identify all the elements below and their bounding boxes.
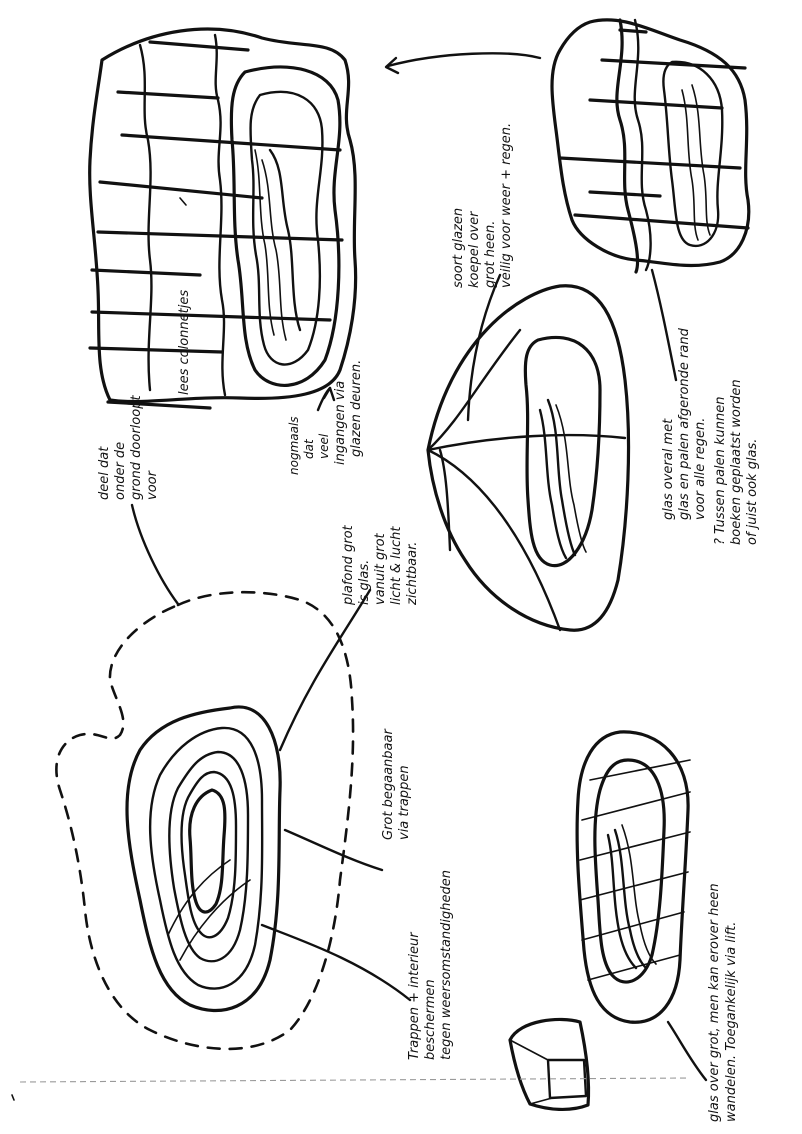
note-deel-dat: deel dat onder de grond doorloopt voor — [97, 395, 160, 500]
note-ingangen-line2: glazen deuren. — [349, 360, 364, 457]
small-box-sketch — [508, 1017, 591, 1111]
contour-plan-sketch — [55, 590, 355, 1051]
note-trappen-interieur-line1: Trappen + interieur — [407, 931, 422, 1060]
note-ingangen-line1: ingangen via — [333, 381, 348, 465]
glass-over-grotto-sketch — [575, 730, 691, 1024]
note-nogmaals: nogmaals dat veel — [287, 416, 331, 475]
note-glas-over-grot: glas over grot, men kan erover heen wand… — [707, 883, 739, 1122]
note-glas-overal: glas overal met glas en palen afgeronde … — [661, 327, 708, 520]
small-pavilion-sketch — [550, 18, 751, 274]
note-glas-over-grot-line2: wandelen. Toegankelijk via lift. — [724, 922, 739, 1122]
note-glas-over-grot-line1: glas over grot, men kan erover heen — [707, 883, 722, 1122]
note-nogmaals-line2: dat — [302, 438, 316, 459]
note-plafond-line2: is glas. — [357, 560, 372, 605]
note-deel-dat-line4: voor — [145, 469, 160, 500]
note-nogmaals-line3: veel — [317, 433, 331, 459]
note-glas-overal-line2: glas en palen afgeronde rand — [677, 327, 692, 520]
note-deel-dat-line2: onder de — [113, 442, 128, 500]
note-glazen-koepel-line4: veilig voor weer + regen. — [499, 123, 514, 288]
note-colonnetjes-line: lees colonnetjes — [177, 290, 192, 395]
note-deel-dat-line3: grond doorloopt — [129, 395, 144, 500]
pavilion-sketch — [88, 27, 358, 410]
note-tussen-palen: ? Tussen palen kunnen boeken geplaatst w… — [713, 379, 760, 545]
note-colonnetjes: lees colonnetjes — [177, 290, 192, 395]
note-trappen-interieur-line3: tegen weersomstandigheden — [439, 870, 454, 1060]
note-grot-begaanbaar-line1: Grot begaanbaar — [381, 728, 396, 840]
note-tussen-palen-line2: boeken geplaatst worden — [729, 379, 744, 545]
note-glas-overal-line3: voor alle regen. — [693, 418, 708, 520]
glass-dome-sketch — [426, 284, 631, 632]
note-plafond-line3: vanuit grot — [373, 532, 388, 605]
note-ingangen: ingangen via glazen deuren. — [333, 360, 364, 465]
note-glas-overal-line1: glas overal met — [661, 418, 676, 520]
note-tussen-palen-line1: ? Tussen palen kunnen — [713, 396, 728, 545]
note-plafond-line5: zichtbaar. — [405, 542, 420, 606]
note-plafond-line4: licht & lucht — [389, 526, 404, 605]
note-deel-dat-line1: deel dat — [97, 446, 112, 500]
note-glazen-koepel: soort glazen koepel over grot heen. veil… — [451, 123, 514, 288]
note-glazen-koepel-line3: grot heen. — [483, 221, 498, 288]
note-plafond-line1: plafond grot — [341, 524, 356, 606]
note-nogmaals-line1: nogmaals — [287, 416, 301, 475]
note-tussen-palen-line3: of juist ook glas. — [745, 439, 760, 545]
note-trappen-interieur-line2: beschermen — [423, 979, 438, 1060]
note-trappen-interieur: Trappen + interieur beschermen tegen wee… — [407, 870, 454, 1060]
note-plafond: plafond grot is glas. vanuit grot licht … — [341, 524, 420, 606]
note-grot-begaanbaar: Grot begaanbaar via trappen — [381, 728, 412, 840]
note-grot-begaanbaar-line2: via trappen — [397, 765, 412, 840]
note-glazen-koepel-line2: koepel over — [467, 210, 482, 288]
note-glazen-koepel-line1: soort glazen — [451, 208, 466, 288]
